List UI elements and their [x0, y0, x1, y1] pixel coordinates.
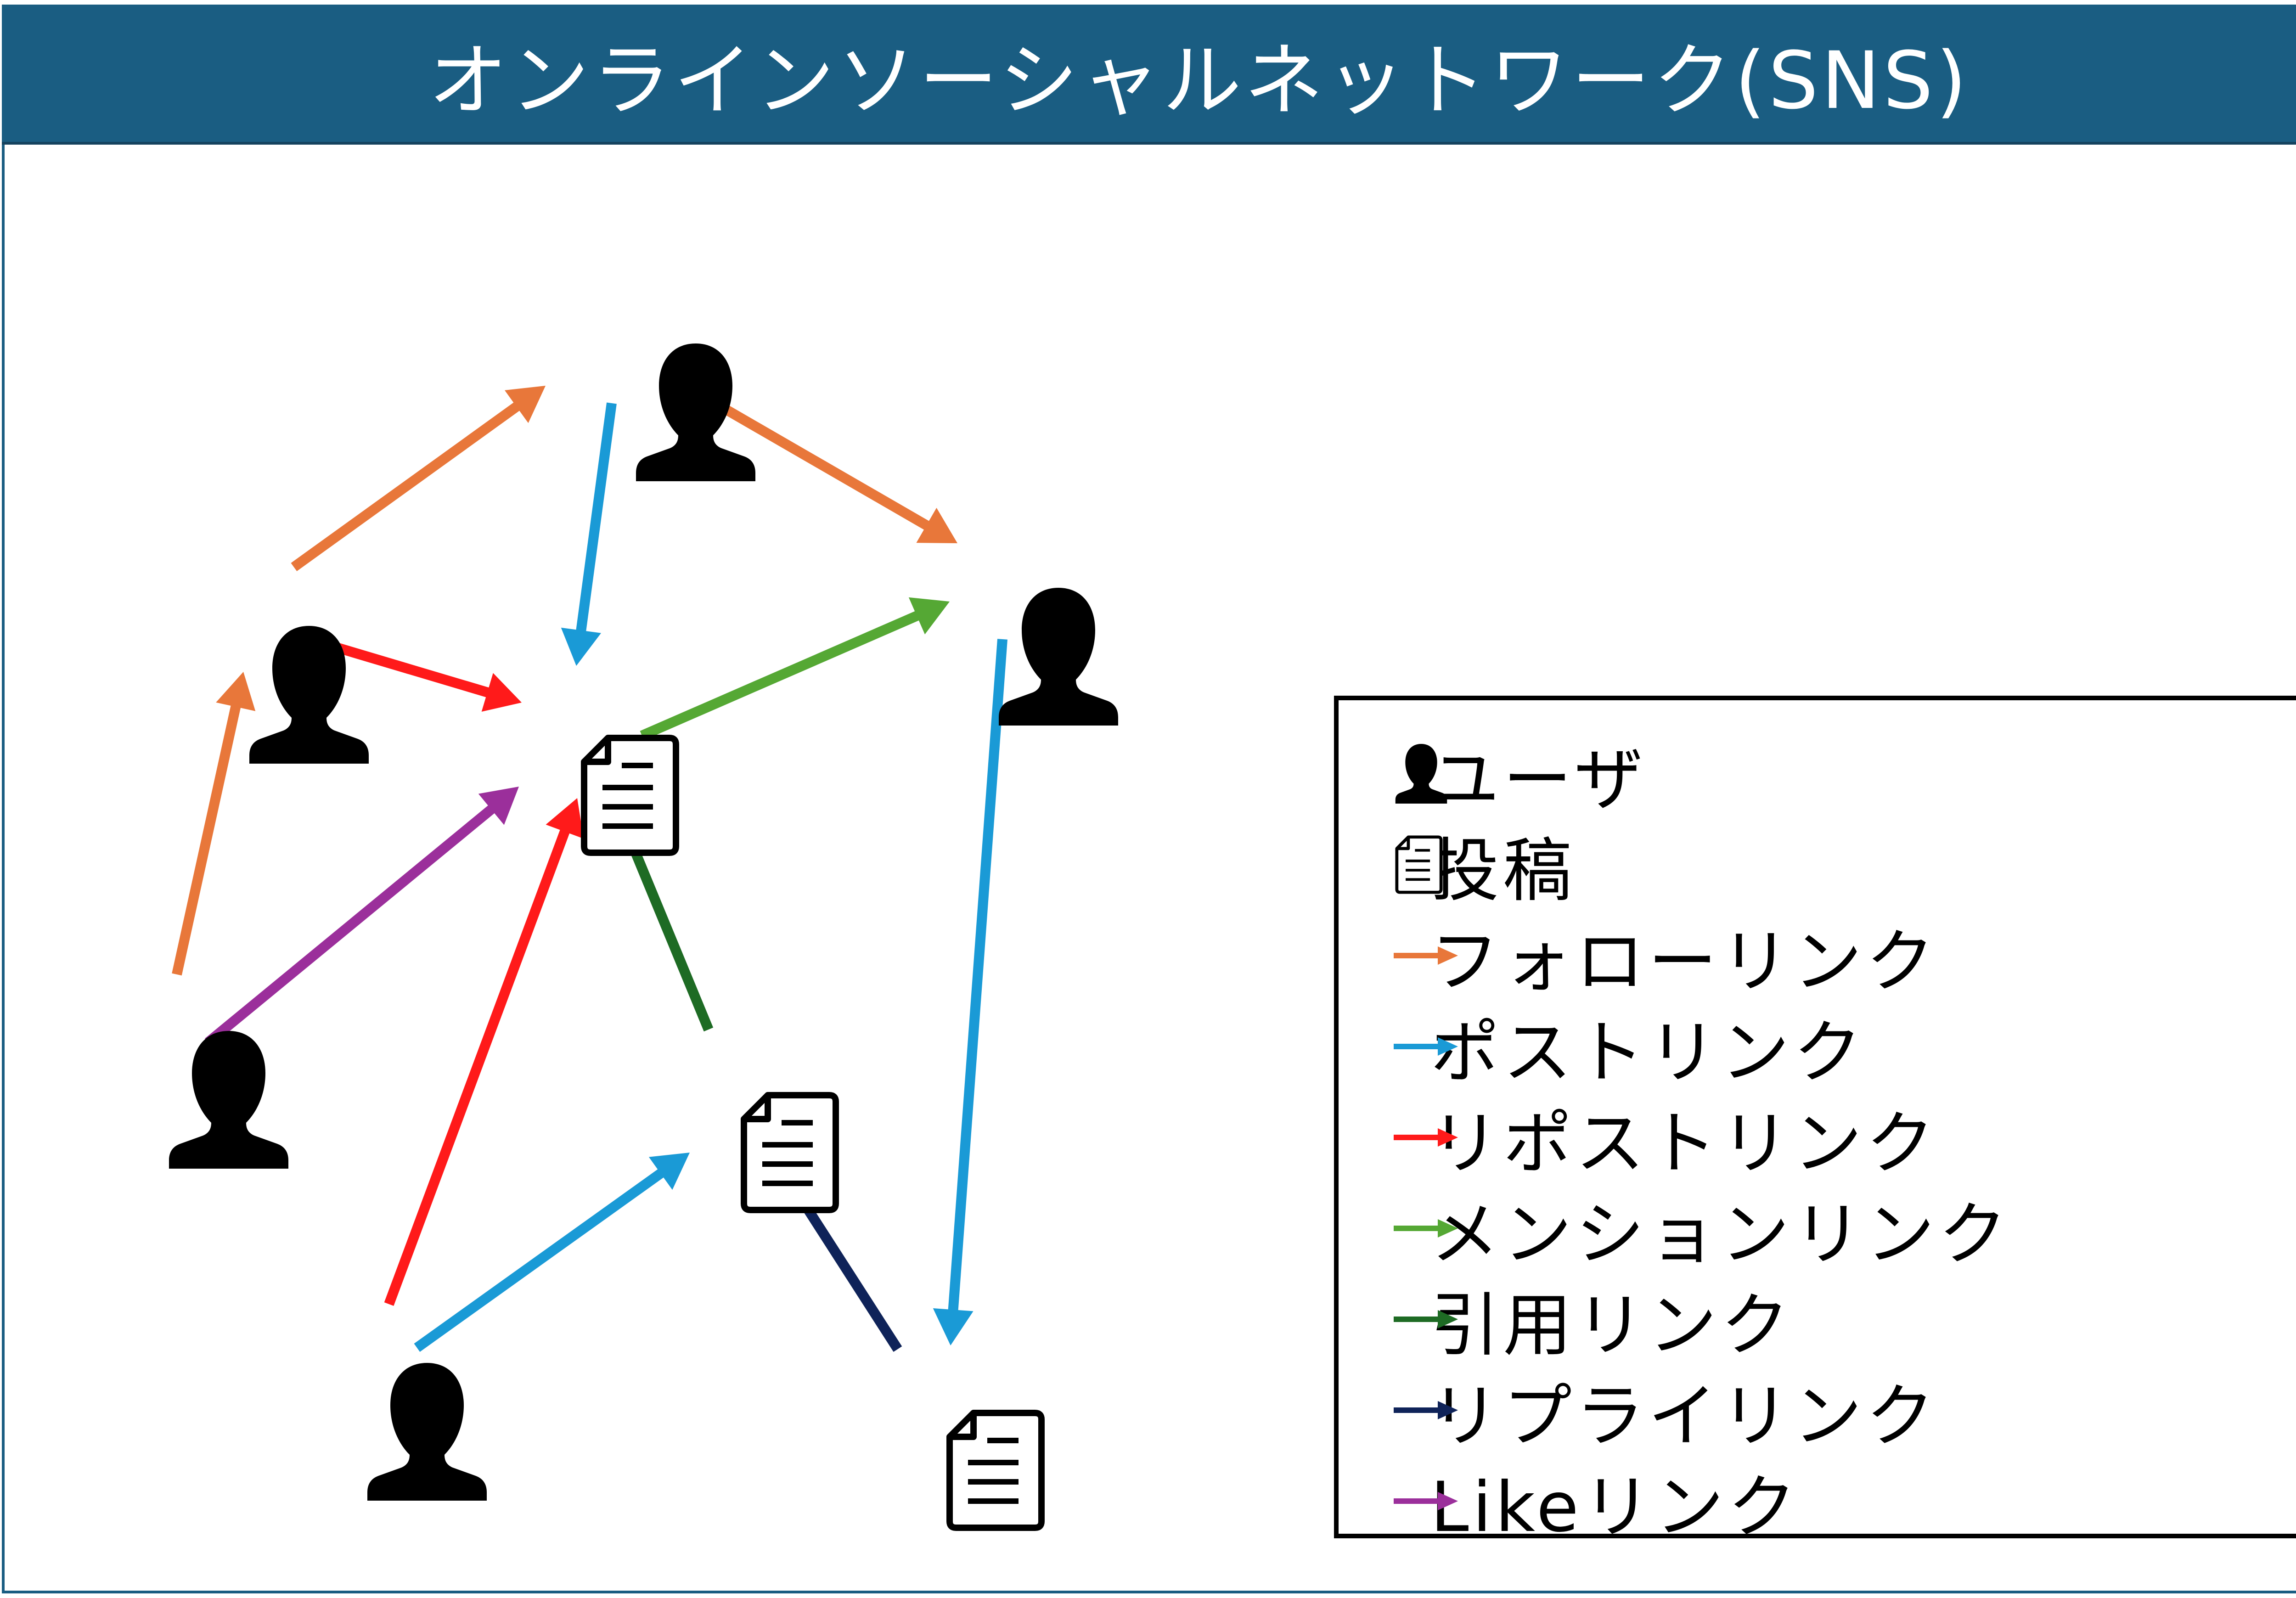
post-node-icon	[950, 1413, 1041, 1528]
post-link-u1-to-p1	[561, 402, 617, 666]
legend-label: 投稿	[1430, 831, 1576, 911]
edge-line	[709, 396, 932, 532]
legend-item: ユーザ	[1395, 732, 1647, 820]
edge-line	[384, 826, 571, 1306]
arrow-icon	[1394, 1005, 1458, 1088]
arrow-icon	[1394, 1187, 1458, 1270]
legend-label: Likeリンク	[1430, 1467, 1801, 1547]
mention-link-p1-to-u3	[640, 597, 950, 741]
arrow-icon	[1394, 1278, 1458, 1361]
post-node-icon	[584, 738, 676, 853]
edge-line	[414, 1167, 667, 1352]
arrow-head	[561, 627, 602, 666]
arrow-icon	[1394, 1369, 1458, 1452]
edge-line	[291, 400, 523, 571]
document-icon	[1394, 823, 1458, 906]
arrow-icon	[1394, 1460, 1458, 1542]
legend-item: 投稿	[1430, 823, 1576, 911]
title-bar: オンラインソーシャルネットワーク(SNS)	[2, 5, 2296, 145]
arrow-head	[478, 787, 519, 825]
like-link-u4-to-p1	[205, 787, 519, 1047]
arrow-head	[504, 386, 546, 423]
legend-item: ポストリンク	[1394, 1005, 1866, 1093]
post-node-icon	[744, 1095, 836, 1210]
arrow-icon	[1394, 1096, 1458, 1179]
legend-item: メンションリンク	[1394, 1187, 2011, 1275]
legend-label: 引用リンク	[1430, 1285, 1794, 1366]
edge-line	[575, 402, 617, 635]
edges-layer	[172, 385, 1007, 1352]
user-node-icon	[367, 1363, 487, 1501]
post-link-u5-to-p2	[414, 1153, 690, 1352]
arrow-head	[216, 672, 256, 711]
arrow-head	[916, 507, 957, 543]
legend-label: ポストリンク	[1430, 1013, 1866, 1093]
legend-item: Likeリンク	[1394, 1460, 1800, 1547]
edge-line	[640, 609, 923, 741]
arrow-icon	[1394, 914, 1458, 997]
arrow-head	[933, 1308, 974, 1345]
legend-label: リプライリンク	[1430, 1376, 1939, 1457]
legend-item: フォローリンク	[1394, 914, 1938, 1002]
legend-label: ユーザ	[1430, 740, 1647, 820]
legend-label: メンションリンク	[1430, 1194, 2011, 1275]
arrow-head	[481, 673, 522, 712]
arrow-head	[648, 1153, 690, 1190]
legend-item: 引用リンク	[1394, 1278, 1793, 1366]
edge-line	[172, 702, 242, 976]
user-node-icon	[999, 588, 1118, 726]
user-node-icon	[169, 1031, 288, 1169]
page-title: オンラインソーシャルネットワーク(SNS)	[428, 34, 1970, 127]
legend-item: リポストリンク	[1394, 1096, 1938, 1184]
edge-line	[623, 831, 714, 1032]
follow-link-u4-to-u2	[172, 672, 256, 976]
legend: ユーザ投稿フォローリンクポストリンクリポストリンクメンションリンク引用リンクリプ…	[1334, 696, 2296, 1547]
edge-line	[948, 639, 1007, 1314]
post-link-u3-to-p3	[933, 639, 1007, 1345]
legend-label: フォローリンク	[1430, 922, 1939, 1002]
repost-link-u5-to-p1	[384, 798, 584, 1306]
legend-label: リポストリンク	[1430, 1103, 1939, 1184]
user-icon	[1394, 732, 1458, 815]
follow-link-u2-to-u1	[291, 386, 546, 571]
legend-item: リプライリンク	[1394, 1369, 1938, 1457]
arrow-head	[546, 798, 584, 839]
arrow-head	[908, 597, 950, 635]
edge-line	[205, 803, 497, 1047]
